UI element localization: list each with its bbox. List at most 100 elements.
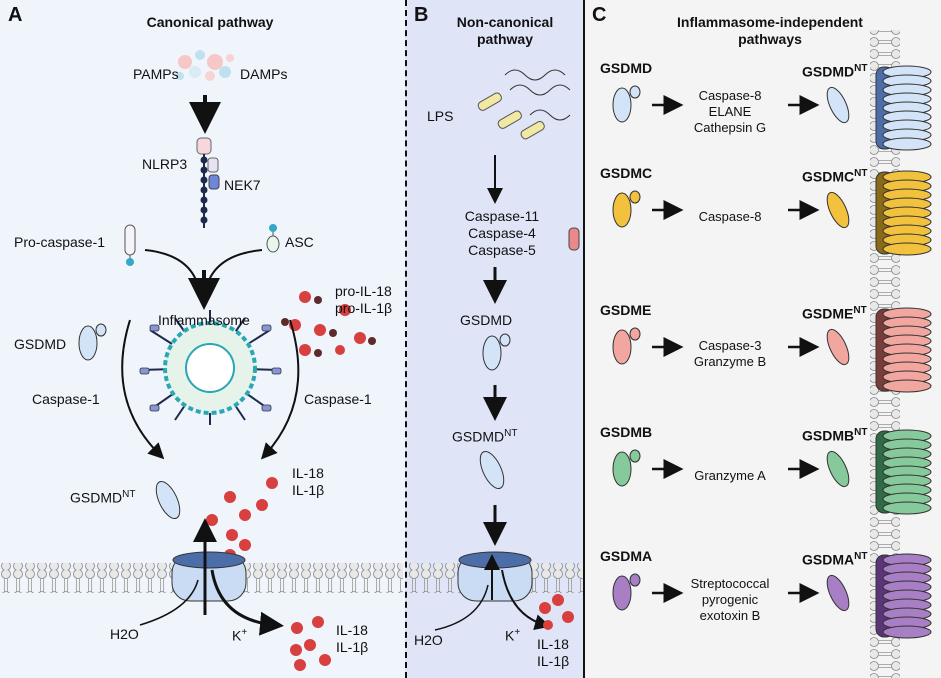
- caspase1-left-label: Caspase-1: [32, 391, 100, 407]
- gasdermin-row-art: [612, 429, 932, 515]
- il18-label-a: IL-18: [292, 465, 324, 481]
- gsdmd-nt-icon-b: [479, 450, 505, 490]
- gasdermin-row-art: [612, 553, 932, 639]
- gsdmd-icon-a: [78, 323, 107, 361]
- caspase11-label: Caspase-11: [464, 208, 540, 224]
- gasdermin-nt-icon: [826, 191, 850, 229]
- enzyme-label: Streptococcal: [690, 576, 770, 591]
- pro-caspase-icon: [124, 224, 136, 266]
- il1b-label-a: IL-1β: [292, 482, 325, 498]
- arrow-k-out-a: [210, 569, 284, 636]
- asc-icon: [266, 224, 280, 253]
- gsdmd-pore-b: [457, 551, 533, 602]
- nek7-label: NEK7: [224, 177, 261, 193]
- gasdermin-nt-icon: [826, 86, 850, 124]
- gasdermin-name: GSDMD: [600, 60, 653, 76]
- gasdermin-full-icon: [612, 451, 632, 487]
- lps-label: LPS: [427, 108, 454, 124]
- gsdmd-icon-b: [482, 333, 511, 371]
- arrow-h2o-b: [434, 584, 489, 631]
- pamps-damps-cluster: [176, 50, 234, 81]
- k-label-a: K+: [232, 627, 248, 644]
- pro-il1b-label: pro-IL-1β: [335, 300, 393, 316]
- gasdermin-nt-icon: [826, 450, 850, 488]
- gsdmd-label-a: GSDMD: [14, 336, 67, 352]
- k-label-b: K+: [505, 627, 521, 644]
- pro-il18-label: pro-IL-18: [335, 283, 392, 299]
- gasdermin-nt-name: GSDMDNT: [802, 63, 868, 80]
- cleavage-enzymes: Granzyme A: [675, 468, 785, 484]
- enzyme-label: Caspase-3: [698, 338, 762, 353]
- enzyme-label: Granzyme B: [693, 354, 767, 369]
- damps-label: DAMPs: [240, 66, 288, 82]
- gasdermin-name: GSDMA: [600, 548, 653, 564]
- gasdermin-full-icon: [612, 329, 632, 365]
- arrow-caspase1-right: [260, 319, 300, 460]
- caspase1-right-label: Caspase-1: [304, 391, 372, 407]
- nlrp3-icon: [196, 137, 220, 228]
- il18-label-b: IL-18: [537, 636, 569, 652]
- gsdmd-pore-a: [171, 551, 247, 602]
- enzyme-label: Caspase-8: [698, 209, 762, 224]
- caspase5-label: Caspase-5: [468, 242, 536, 258]
- arrow-h2o-a: [139, 579, 199, 626]
- asc-label: ASC: [285, 234, 314, 250]
- arrow-caspase1-left: [121, 319, 165, 460]
- gasdermin-name: GSDMB: [600, 424, 653, 440]
- enzyme-label: pyrogenic: [701, 592, 759, 607]
- cleavage-enzymes: Caspase-8: [675, 209, 785, 225]
- pamps-label: PAMPs: [133, 66, 179, 82]
- gasdermin-name: GSDMC: [600, 165, 653, 181]
- gasdermin-pore-icon: [875, 553, 932, 639]
- gasdermin-pore-icon: [875, 429, 932, 515]
- gasdermin-row-art: [612, 65, 932, 151]
- gasdermin-nt-icon: [826, 574, 850, 612]
- il1b-out-label-a: IL-1β: [336, 639, 369, 655]
- arrow-procaspase-inflammasome: [144, 249, 201, 296]
- gsdmd-nt-label-b: GSDMDNT: [452, 428, 518, 445]
- enzyme-label: Cathepsin G: [693, 120, 767, 135]
- enzyme-label: exotoxin B: [699, 608, 761, 623]
- gasdermin-pore-icon: [875, 307, 932, 393]
- il-released-cluster: [206, 477, 278, 561]
- il-outside-cluster: [290, 616, 331, 671]
- gasdermin-full-icon: [612, 192, 632, 228]
- enzyme-label: ELANE: [708, 104, 752, 119]
- gasdermin-nt-name: GSDMCNT: [802, 168, 868, 185]
- caspase4-label: Caspase-4: [468, 225, 536, 241]
- pro-il-cluster: [281, 291, 376, 357]
- il18-out-label-a: IL-18: [336, 622, 368, 638]
- nlrp3-label: NLRP3: [142, 156, 188, 172]
- gasdermin-full-icon: [612, 575, 632, 611]
- gasdermin-pore-icon: [875, 170, 932, 256]
- gasdermin-name: GSDME: [600, 302, 652, 318]
- il-outside-cluster-b: [539, 594, 574, 630]
- pro-caspase-label: Pro-caspase-1: [14, 234, 106, 250]
- gsdmd-nt-label-a: GSDMDNT: [70, 489, 136, 506]
- inflammasome-label: Inflammasome: [158, 312, 250, 328]
- arrow-k-out-b: [501, 569, 551, 630]
- inflammasome-icon: [139, 310, 282, 425]
- gsdmd-label-b: GSDMD: [460, 312, 513, 328]
- arrow-asc-inflammasome: [204, 249, 263, 296]
- panel-letter-c: C: [592, 4, 607, 26]
- panel-letter-a: A: [8, 4, 23, 26]
- panel-title-a: Canonical pathway: [146, 14, 274, 30]
- caspase-icon-b: [568, 227, 580, 251]
- gasdermin-nt-icon: [826, 328, 850, 366]
- enzyme-label: Caspase-8: [698, 88, 762, 103]
- h2o-label-b: H2O: [414, 632, 443, 648]
- gasdermin-row-art: [612, 307, 932, 393]
- il1b-label-b: IL-1β: [537, 653, 570, 669]
- gasdermin-nt-name: GSDMANT: [802, 551, 868, 568]
- gasdermin-pore-icon: [875, 65, 932, 151]
- gasdermin-full-icon: [612, 87, 632, 123]
- gsdmd-nt-icon-a: [155, 480, 181, 520]
- gasdermin-nt-name: GSDMENT: [802, 305, 867, 322]
- enzyme-label: Granzyme A: [694, 468, 766, 483]
